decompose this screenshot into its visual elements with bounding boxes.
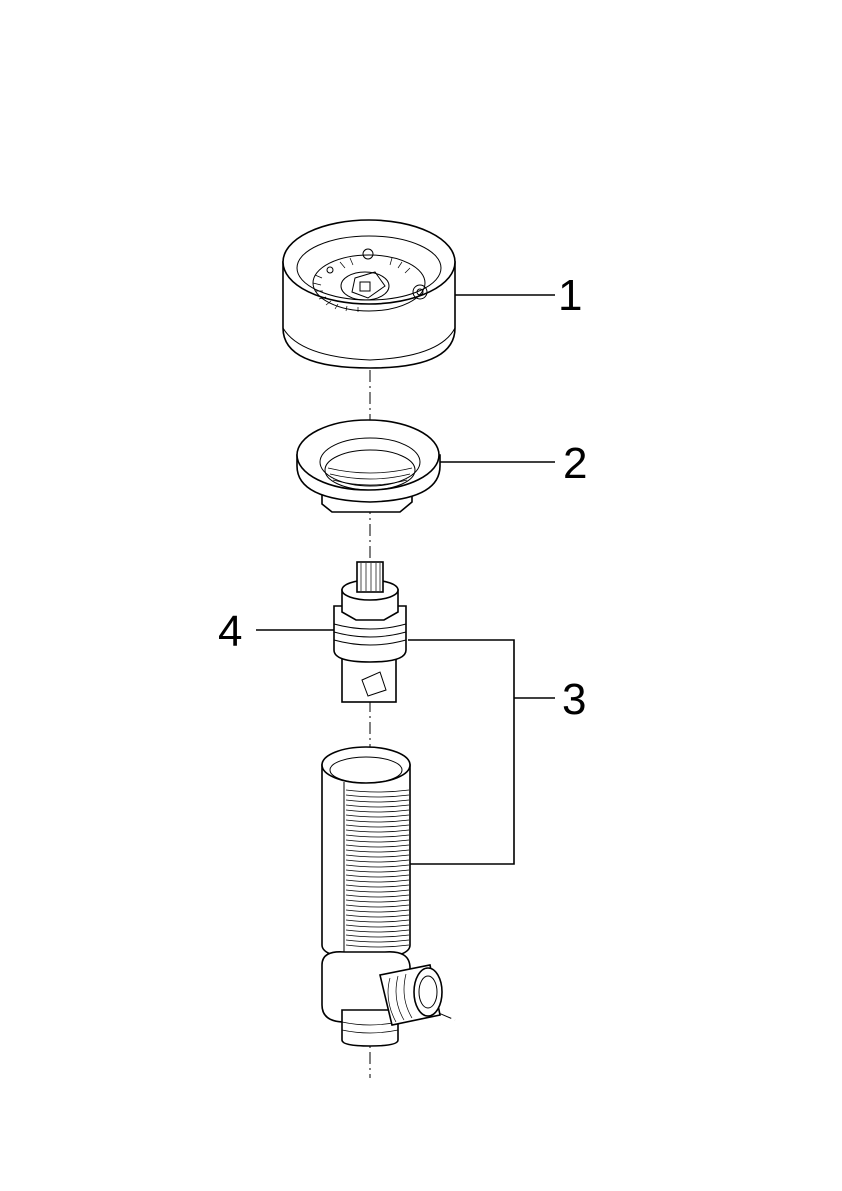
thread-lines [345,789,410,948]
callout-label-4: 4 [218,607,242,656]
part-valve-body [321,746,443,1047]
leader-lines [256,294,555,865]
part-rosette [296,419,441,513]
callout-label-3: 3 [562,675,586,724]
callout-label-1: 1 [558,271,582,320]
part-cartridge [333,561,407,703]
callout-label-2: 2 [563,439,587,488]
part-handle [282,219,456,369]
